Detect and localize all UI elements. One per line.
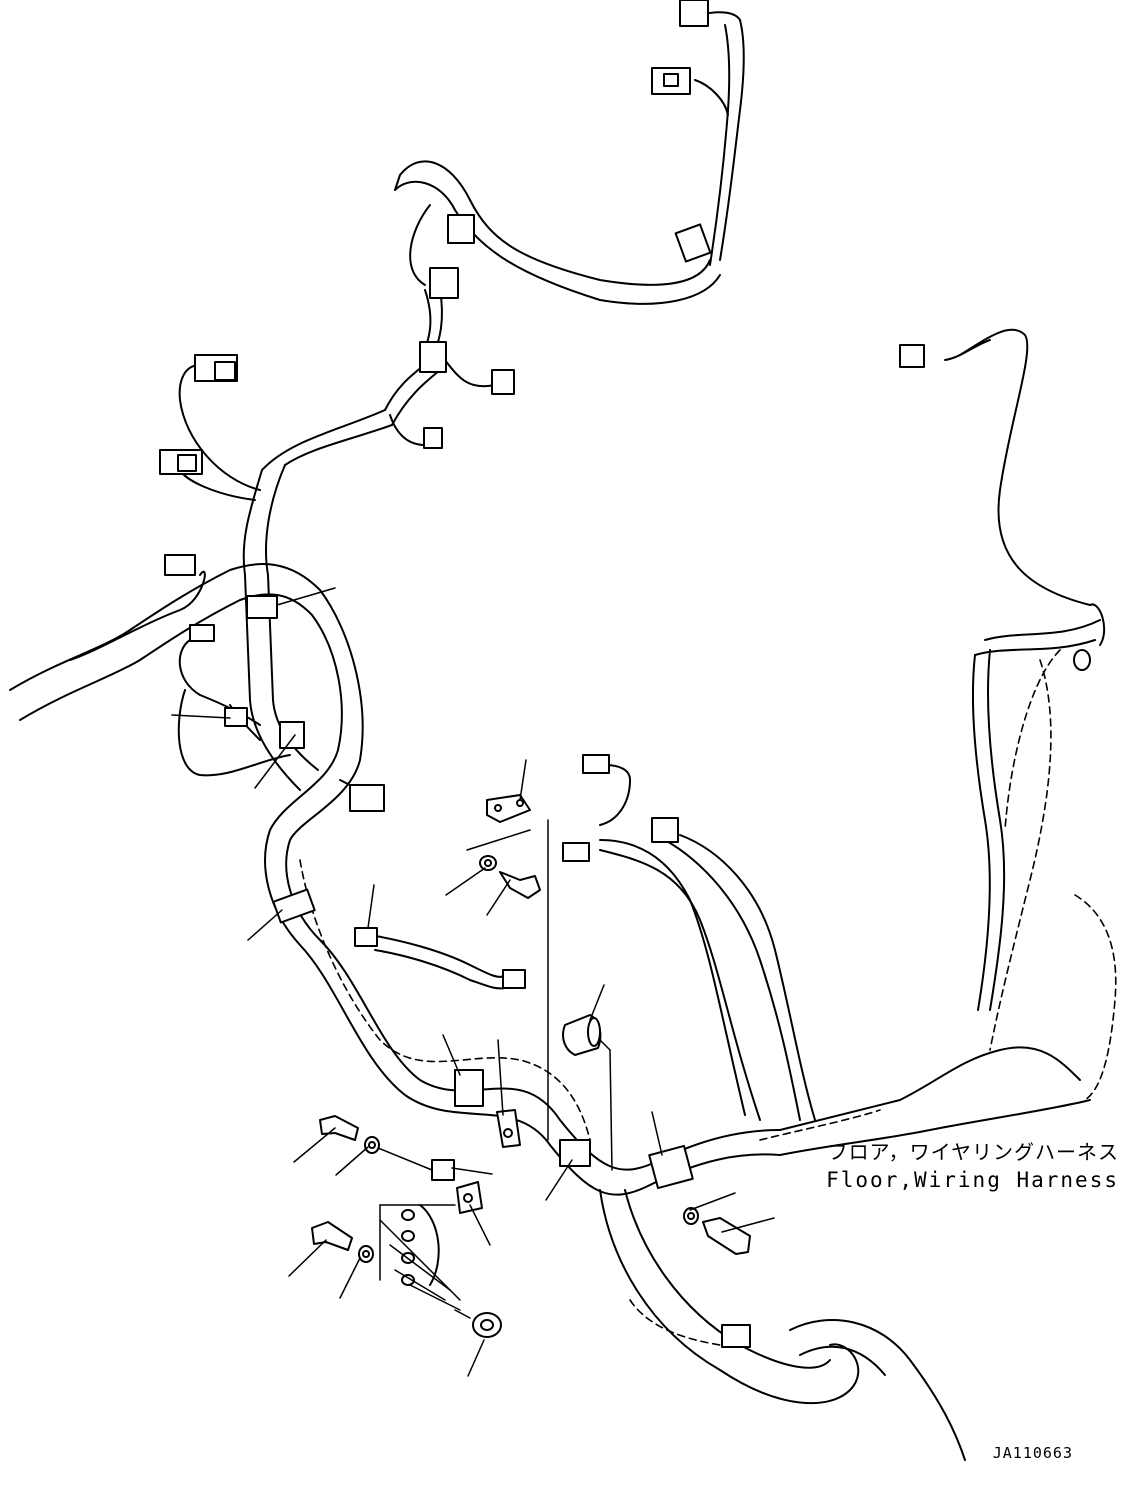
washer-stack-1 [401,1209,415,1221]
connector-center-3 [651,817,679,843]
connector-branch-5 [423,427,443,449]
clamp-center [454,1069,484,1107]
fasteners [311,855,751,1338]
band-left-lower [272,888,316,924]
band-right [648,1144,694,1190]
connectors [159,0,1091,1348]
document-code: JA110663 [992,1444,1073,1462]
connector-left-4 [189,624,215,642]
bolt-left-1 [319,1115,359,1141]
brackets [431,794,531,1214]
connector-center-1 [582,754,610,774]
connector-branch-3 [419,341,447,373]
connector-right-lug [1073,649,1091,671]
washer-stack-2 [401,1230,415,1242]
washer-stack-4 [401,1274,415,1286]
clamp-left-small [224,707,248,727]
clamps [224,595,694,1190]
title-english: Floor,Wiring Harness [826,1168,1119,1192]
right-loop-wires [944,328,1106,1011]
connector-top-1 [679,0,709,27]
bolt-right [702,1217,751,1255]
connector-mid-end [502,969,526,989]
connector-right-top [899,344,925,368]
clamp-left-mid [279,721,305,749]
connector-left-3 [164,554,196,576]
bolt-left-2 [311,1221,353,1251]
clamp-upper-left [246,595,278,619]
bracket-upper [486,794,531,823]
hidden-harness-paths [299,649,1117,1346]
clamp-center-right [559,1139,591,1167]
connector-upper-right [674,223,712,263]
clamp-mid-small [354,927,378,947]
leader-lines [171,587,775,1377]
connector-center-2 [562,842,590,862]
connector-branch-2 [429,267,459,299]
harness-title: フロア，ワイヤリングハーネス Floor,Wiring Harness [819,1138,1119,1194]
clip-lower [431,1159,455,1181]
connector-left-mid [349,784,385,812]
connector-lower-right [721,1324,751,1348]
connector-branch-1 [447,214,475,244]
title-japanese: フロア，ワイヤリングハーネス [827,1140,1119,1164]
bolt-upper [499,871,541,899]
left-loop-wires [177,639,381,801]
middle-branch-wires [369,764,816,1121]
connector-branch-4 [491,369,515,395]
